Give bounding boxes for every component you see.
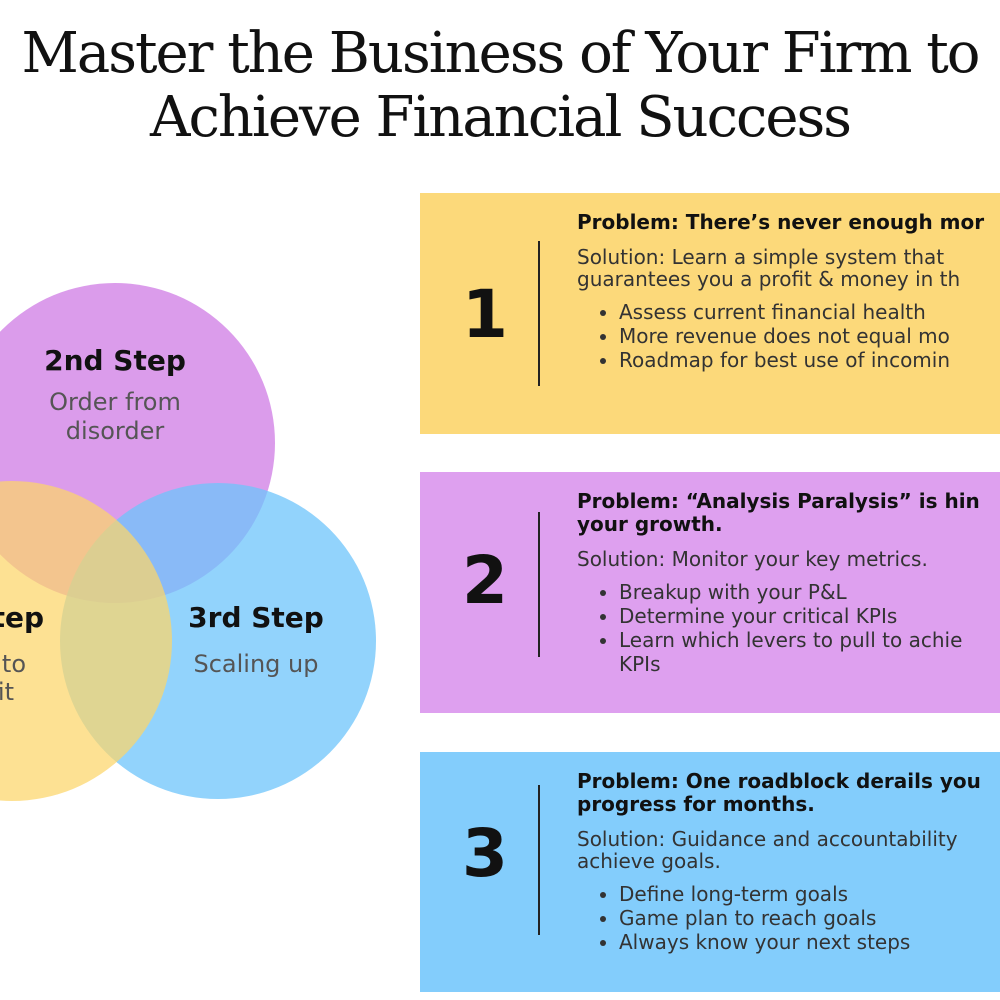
step-card-3: 3 Problem: One roadblock derails you pro… bbox=[420, 752, 1000, 992]
venn-circle-step-1 bbox=[0, 481, 172, 801]
problem-line: Problem: One roadblock derails you bbox=[577, 769, 981, 793]
step-2-line-1: Order from bbox=[49, 388, 181, 416]
bullet-item: Determine your critical KPIs bbox=[619, 604, 1000, 628]
step-1-line-1: to bbox=[2, 650, 26, 678]
card-content: Problem: There’s never enough mor Soluti… bbox=[577, 211, 1000, 373]
card-divider bbox=[538, 241, 540, 386]
card-bullet-list: Assess current financial health More rev… bbox=[577, 300, 1000, 372]
page-title: Master the Business of Your Firm to Achi… bbox=[0, 22, 1000, 150]
venn-diagram: 2nd Step Order from disorder 3rd Step Sc… bbox=[0, 283, 376, 801]
bullet-item: Define long-term goals bbox=[619, 882, 1000, 906]
step-card-2: 2 Problem: “Analysis Paralysis” is hin y… bbox=[420, 472, 1000, 713]
solution-line: achieve goals. bbox=[577, 849, 721, 873]
step-card-1: 1 Problem: There’s never enough mor Solu… bbox=[420, 193, 1000, 434]
card-divider bbox=[538, 512, 540, 657]
bullet-item: Breakup with your P&L bbox=[619, 580, 1000, 604]
problem-line: Problem: There’s never enough mor bbox=[577, 210, 985, 234]
card-number: 3 bbox=[462, 815, 508, 892]
step-1-line-2: fit bbox=[0, 678, 14, 706]
card-solution: Solution: Learn a simple system that gua… bbox=[577, 246, 1000, 290]
card-problem: Problem: There’s never enough mor bbox=[577, 211, 1000, 234]
bullet-item: Always know your next steps bbox=[619, 930, 1000, 954]
card-problem: Problem: One roadblock derails you progr… bbox=[577, 770, 1000, 816]
card-problem: Problem: “Analysis Paralysis” is hin you… bbox=[577, 490, 1000, 536]
card-bullet-list: Breakup with your P&L Determine your cri… bbox=[577, 580, 1000, 676]
bullet-item: More revenue does not equal mo bbox=[619, 324, 1000, 348]
step-3-line-1: Scaling up bbox=[194, 650, 319, 678]
solution-line: Solution: Guidance and accountability bbox=[577, 827, 958, 851]
step-1-title: tep bbox=[0, 601, 44, 634]
step-2-title: 2nd Step bbox=[44, 344, 186, 377]
title-line-1: Master the Business of Your Firm to bbox=[21, 21, 981, 86]
solution-line: guarantees you a profit & money in th bbox=[577, 267, 961, 291]
bullet-item: Roadmap for best use of incomin bbox=[619, 348, 1000, 372]
card-solution: Solution: Guidance and accountability ac… bbox=[577, 828, 1000, 872]
card-content: Problem: One roadblock derails you progr… bbox=[577, 770, 1000, 955]
bullet-line: Learn which levers to pull to achie bbox=[619, 628, 963, 652]
step-2-line-2: disorder bbox=[66, 417, 165, 445]
card-bullet-list: Define long-term goals Game plan to reac… bbox=[577, 882, 1000, 954]
card-number: 1 bbox=[462, 276, 508, 353]
problem-line: Problem: “Analysis Paralysis” is hin bbox=[577, 489, 980, 513]
card-divider bbox=[538, 785, 540, 935]
bullet-item: Assess current financial health bbox=[619, 300, 1000, 324]
solution-line: Solution: Monitor your key metrics. bbox=[577, 547, 928, 571]
step-3-title: 3rd Step bbox=[188, 601, 324, 634]
card-content: Problem: “Analysis Paralysis” is hin you… bbox=[577, 490, 1000, 677]
card-number: 2 bbox=[462, 542, 508, 619]
problem-line: progress for months. bbox=[577, 792, 815, 816]
title-line-2: Achieve Financial Success bbox=[150, 85, 852, 150]
problem-line: your growth. bbox=[577, 512, 723, 536]
card-solution: Solution: Monitor your key metrics. bbox=[577, 548, 1000, 570]
bullet-item: Game plan to reach goals bbox=[619, 906, 1000, 930]
solution-line: Solution: Learn a simple system that bbox=[577, 245, 945, 269]
bullet-line: KPIs bbox=[619, 652, 661, 676]
